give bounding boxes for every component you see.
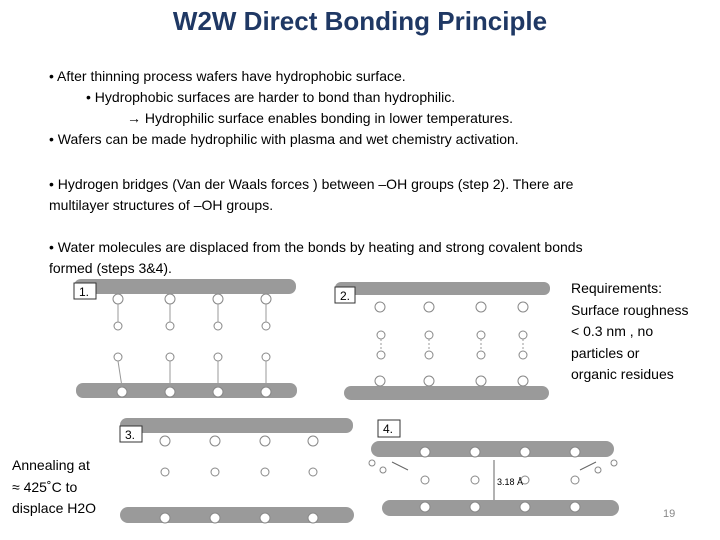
bullet-plasma-activation: • Wafers can be made hydrophilic with pl… [49, 131, 519, 147]
arrow-right-icon: → [127, 110, 141, 126]
step-2-label: 2. [340, 289, 350, 303]
wafer-bottom [382, 500, 619, 516]
bullet-harder-to-bond: • Hydrophobic surfaces are harder to bon… [86, 89, 456, 105]
wafer-top [371, 441, 614, 457]
requirements-line: < 0.3 nm , no [571, 323, 654, 339]
wafer-bottom [120, 507, 354, 523]
page-number: 19 [663, 508, 676, 520]
annealing-note: Annealing at ≈ 425˚C to displace H2O [12, 455, 96, 520]
step-2-panel: 2. [334, 282, 550, 400]
requirements-line: particles or [571, 344, 640, 361]
bullet-hydrogen-bridges: • Hydrogen bridges (Van der Waals forces… [49, 176, 574, 192]
wafer-bottom [344, 386, 549, 400]
bullet-hydrophobic-surface: • After thinning process wafers have hyd… [49, 68, 406, 84]
step-3-label: 3. [125, 428, 135, 442]
slide-title: W2W Direct Bonding Principle [172, 6, 548, 36]
wafer-bottom [76, 383, 297, 398]
requirements-line: Surface roughness [571, 301, 689, 318]
annealing-line: Annealing at [12, 457, 90, 473]
step-1-panel: 1. [73, 279, 297, 398]
requirements-box: Requirements: Surface roughness < 0.3 nm… [571, 278, 689, 386]
bond-distance-label: 3.18 Å [497, 477, 523, 487]
bullet-water-displaced-cont: formed (steps 3&4). [49, 260, 172, 276]
wafer-top [120, 418, 353, 433]
step-1-label: 1. [79, 285, 89, 299]
bullet-hydrophilic-lower-temp: → Hydrophilic surface enables bonding in… [127, 108, 513, 129]
wafer-top [74, 279, 296, 294]
annealing-line: ≈ 425˚C to [12, 478, 78, 495]
bullet-water-displaced: • Water molecules are displaced from the… [49, 239, 583, 255]
annealing-line: displace H2O [12, 500, 97, 516]
requirements-line: organic residues [571, 366, 674, 382]
bullet-hydrogen-bridges-cont: multilayer structures of –OH groups. [49, 197, 274, 213]
step-4-label: 4. [383, 422, 393, 436]
requirements-heading: Requirements: [571, 280, 663, 296]
step-3-panel: 3. [119, 418, 354, 524]
bullet-hydrophilic-text: Hydrophilic surface enables bonding in l… [144, 110, 513, 126]
step-4-panel: 4. 3.18 Å [368, 419, 619, 516]
wafer-top [335, 282, 550, 295]
